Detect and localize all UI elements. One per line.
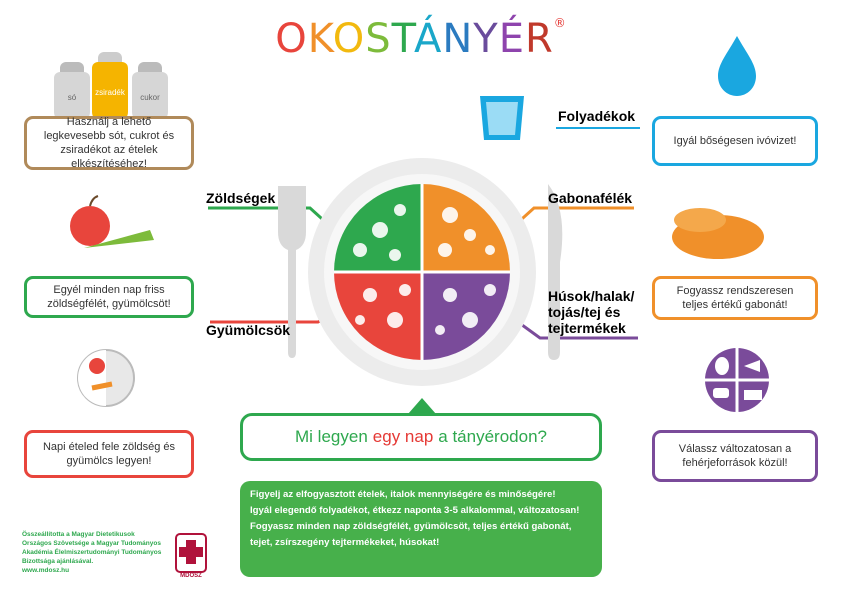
title-letter: N: [442, 16, 474, 62]
credit-line: Akadémia Élelmiszertudományi Tudományos: [22, 549, 162, 556]
question-before: Mi legyen: [295, 427, 368, 446]
water-drop-icon: [718, 36, 756, 96]
protein-box: Válassz változatosan a fehérjeforrások k…: [652, 430, 818, 482]
advice-line: tejet, zsírszegény tejtermékeket, húsoka…: [250, 537, 440, 548]
advice-line: Fogyassz minden nap zöldségfélét, gyümöl…: [250, 521, 572, 532]
proteins-label: Húsok/halak/ tojás/tej és tejtermékek: [548, 288, 634, 336]
fruits-quadrant: [334, 272, 422, 360]
registered-mark: ®: [553, 16, 567, 30]
title-letter: Y: [473, 16, 499, 62]
fresh-produce-box: Egyél minden nap friss zöldségfélét, gyü…: [24, 276, 194, 318]
half-plate-box: Napi ételed fele zöldség és gyümölcs leg…: [24, 430, 194, 478]
title-letter: R: [524, 16, 554, 62]
carrot-icon: [84, 230, 154, 248]
oil-bottle-icon: zsiradék: [92, 52, 128, 122]
title-letter: O: [332, 16, 366, 62]
page-title: OKOSTÁNYÉR®: [0, 16, 842, 62]
knife-icon: [548, 184, 563, 360]
title-letter: K: [307, 16, 333, 62]
advice-line: Figyelj az elfogyasztott ételek, italok …: [250, 489, 556, 500]
sugar-jar-icon: cukor: [132, 62, 168, 122]
proteins-label-line: Húsok/halak/: [548, 288, 635, 304]
water-box: Igyál bőségesen ivóvizet!: [652, 116, 818, 166]
title-letter: É: [498, 16, 525, 62]
credit-line: Összeállította a Magyar Dietetikusok: [22, 531, 135, 538]
proteins-label-line: tojás/tej és: [548, 304, 621, 320]
advice-panel: Figyelj az elfogyasztott ételek, italok …: [240, 481, 602, 577]
title-letter: O: [275, 16, 308, 62]
credits: Összeállította a Magyar Dietetikusok Ors…: [22, 530, 182, 575]
fork-icon: [278, 186, 306, 358]
grains-label: Gabonafélék: [548, 190, 633, 206]
plate-question: Mi legyen egy nap a tányérodon?: [240, 413, 602, 461]
fat-label: zsiradék: [95, 87, 125, 97]
seasoning-box: Használj a lehető legkevesebb sót, cukro…: [24, 116, 194, 170]
apple-icon: [70, 206, 110, 246]
logo-text: MDOSZ: [180, 573, 202, 579]
vegetables-label: Zöldségek: [206, 190, 276, 206]
proteins-label-line: tejtermékek: [548, 320, 626, 336]
liquids-label: Folyadékok: [558, 108, 636, 124]
credit-line: Bizottsága ajánlásával.: [22, 558, 94, 565]
question-after: a tányérodon?: [438, 427, 547, 446]
question-highlight: egy nap: [372, 427, 434, 446]
wholegrain-box: Fogyassz rendszeresen teljes értékű gabo…: [652, 276, 818, 320]
credit-line: Országos Szövetsége a Magyar Tudományos: [22, 540, 161, 547]
advice-line: Igyál elegendő folyadékot, étkezz napont…: [250, 505, 580, 516]
title-letter: T: [391, 16, 414, 62]
title-letter: Á: [413, 16, 443, 62]
salt-label: só: [67, 92, 77, 102]
salt-shaker-icon: só: [54, 62, 90, 122]
title-letter: S: [365, 16, 392, 62]
sugar-label: cukor: [140, 92, 160, 102]
fruits-label: Gyümölcsök: [206, 322, 291, 338]
website-link[interactable]: www.mdosz.hu: [22, 567, 70, 574]
